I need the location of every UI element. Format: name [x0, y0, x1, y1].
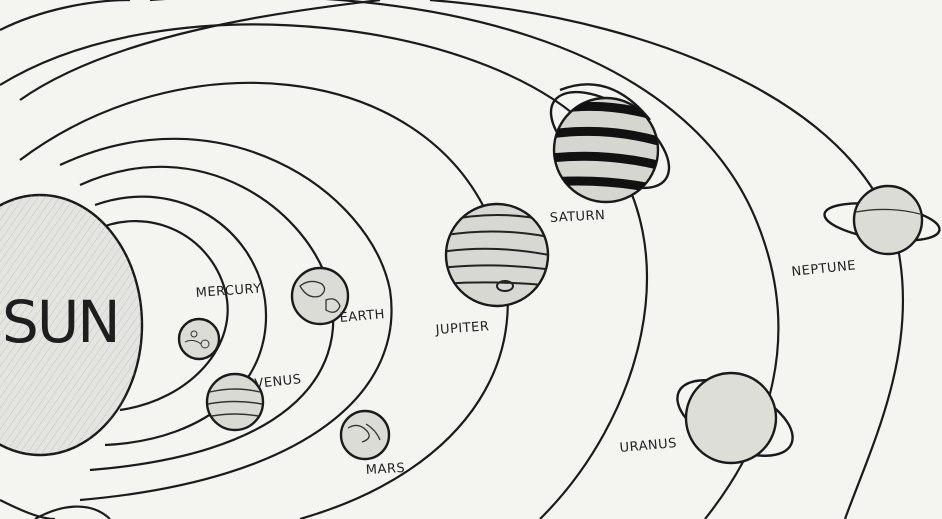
orbit-outer-bottom-a [0, 500, 55, 519]
planet-mars: MARS [341, 411, 406, 478]
mars-label: MARS [365, 461, 405, 478]
planet-mercury: MERCURY [179, 281, 262, 359]
planet-neptune: NEPTUNE [791, 186, 942, 280]
planet-venus: VENUS [207, 372, 302, 430]
planet-uranus: URANUS [619, 365, 804, 472]
planet-jupiter: JUPITER [434, 204, 554, 338]
planet-earth: EARTH [292, 268, 386, 326]
sun-label: SUN [2, 288, 119, 356]
mercury-label: MERCURY [195, 281, 262, 301]
uranus-label: URANUS [619, 436, 677, 456]
saturn-label: SATURN [549, 208, 605, 226]
planet-saturn: SATURN [535, 73, 685, 226]
neptune-label: NEPTUNE [791, 258, 857, 280]
jupiter-label: JUPITER [434, 319, 490, 338]
sun: SUN [0, 195, 142, 455]
venus-label: VENUS [254, 372, 302, 392]
earth-label: EARTH [339, 307, 386, 326]
orbit-inner-arc-a [0, 0, 130, 30]
